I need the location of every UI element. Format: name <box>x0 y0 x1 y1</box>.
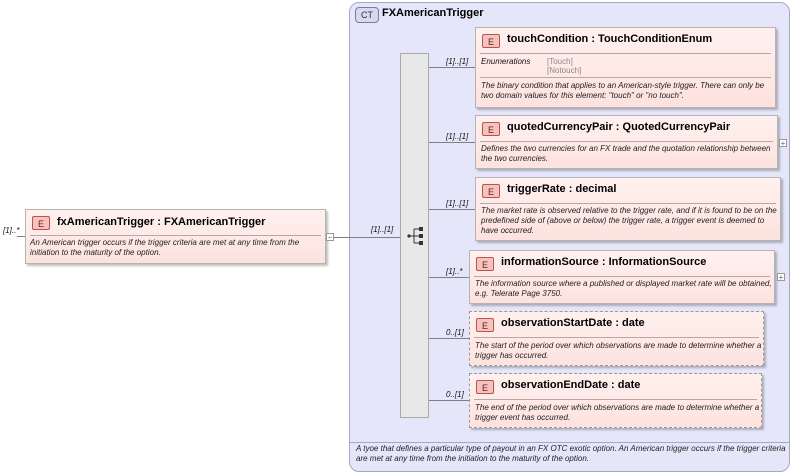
cardinality-quoted-currency-pair: [1]..[1] <box>446 132 469 141</box>
element-badge: E <box>476 257 494 271</box>
complex-type-title: FXAmericanTrigger <box>382 7 484 19</box>
cardinality-observation-end-date: 0..[1] <box>446 390 464 399</box>
root-element-documentation: An American trigger occurs if the trigge… <box>30 238 300 257</box>
root-connector <box>17 236 25 237</box>
element-badge: E <box>32 216 50 230</box>
sequence-cardinality: [1]..[1] <box>371 225 394 234</box>
element-documentation: The market rate is observed relative to … <box>481 206 777 235</box>
divider <box>480 77 771 78</box>
element-trigger-rate[interactable]: E triggerRate : decimal The market rate … <box>475 177 781 241</box>
complex-type-divider <box>350 442 789 443</box>
cardinality-trigger-rate: [1]..[1] <box>446 199 469 208</box>
root-element-box[interactable]: E fxAmericanTrigger : FXAmericanTrigger … <box>25 209 326 264</box>
element-name: observationStartDate : date <box>501 317 645 329</box>
cardinality-information-source: [1]..* <box>446 267 463 276</box>
element-touch-condition[interactable]: E touchCondition : TouchConditionEnum En… <box>475 27 776 108</box>
root-cardinality: [1]..* <box>3 226 20 235</box>
element-name: quotedCurrencyPair : QuotedCurrencyPair <box>507 121 731 133</box>
child-connector <box>429 277 469 278</box>
element-observation-end-date[interactable]: E observationEndDate : date The end of t… <box>469 373 762 428</box>
child-connector <box>429 209 475 210</box>
root-element-name: fxAmericanTrigger : FXAmericanTrigger <box>57 216 266 228</box>
divider <box>480 141 773 142</box>
child-connector <box>429 338 469 339</box>
element-information-source[interactable]: E informationSource : InformationSource … <box>469 250 775 304</box>
element-badge: E <box>482 34 500 48</box>
divider <box>480 53 771 54</box>
divider <box>474 276 770 277</box>
enumerations-label: Enumerations <box>481 57 531 66</box>
element-documentation: The binary condition that applies to an … <box>481 81 765 100</box>
child-connector <box>429 142 475 143</box>
element-badge: E <box>482 184 500 198</box>
complex-type-documentation: A tyoe that defines a particular type of… <box>356 444 786 463</box>
element-name: observationEndDate : date <box>501 379 641 391</box>
element-documentation: The information source where a published… <box>475 279 772 298</box>
element-name: triggerRate : decimal <box>507 183 617 195</box>
divider <box>480 203 776 204</box>
complex-type-badge: CT <box>355 7 379 23</box>
sequence-icon <box>407 227 423 245</box>
element-badge: E <box>482 122 500 136</box>
element-badge: E <box>476 380 494 394</box>
child-connector <box>429 400 469 401</box>
element-badge: E <box>476 318 494 332</box>
cardinality-touch-condition: [1]..[1] <box>446 57 469 66</box>
element-quoted-currency-pair[interactable]: E quotedCurrencyPair : QuotedCurrencyPai… <box>475 115 778 169</box>
enumeration-value: [Notouch] <box>547 66 582 75</box>
element-name: informationSource : InformationSource <box>501 256 707 268</box>
expand-toggle[interactable]: + <box>777 273 785 282</box>
cardinality-observation-start-date: 0..[1] <box>446 328 464 337</box>
element-documentation: The end of the period over which observa… <box>475 403 760 422</box>
element-name: touchCondition : TouchConditionEnum <box>507 33 713 45</box>
child-connector <box>429 67 475 68</box>
divider <box>30 235 321 236</box>
divider <box>474 399 757 400</box>
element-documentation: The start of the period over which obser… <box>475 341 762 360</box>
element-observation-start-date[interactable]: E observationStartDate : date The start … <box>469 311 764 366</box>
sequence-connector <box>334 237 400 238</box>
collapse-toggle[interactable]: − <box>326 233 334 242</box>
element-documentation: Defines the two currencies for an FX tra… <box>481 144 771 163</box>
divider <box>474 337 759 338</box>
expand-toggle[interactable]: + <box>779 139 787 148</box>
enumeration-value: [Touch] <box>547 57 573 66</box>
